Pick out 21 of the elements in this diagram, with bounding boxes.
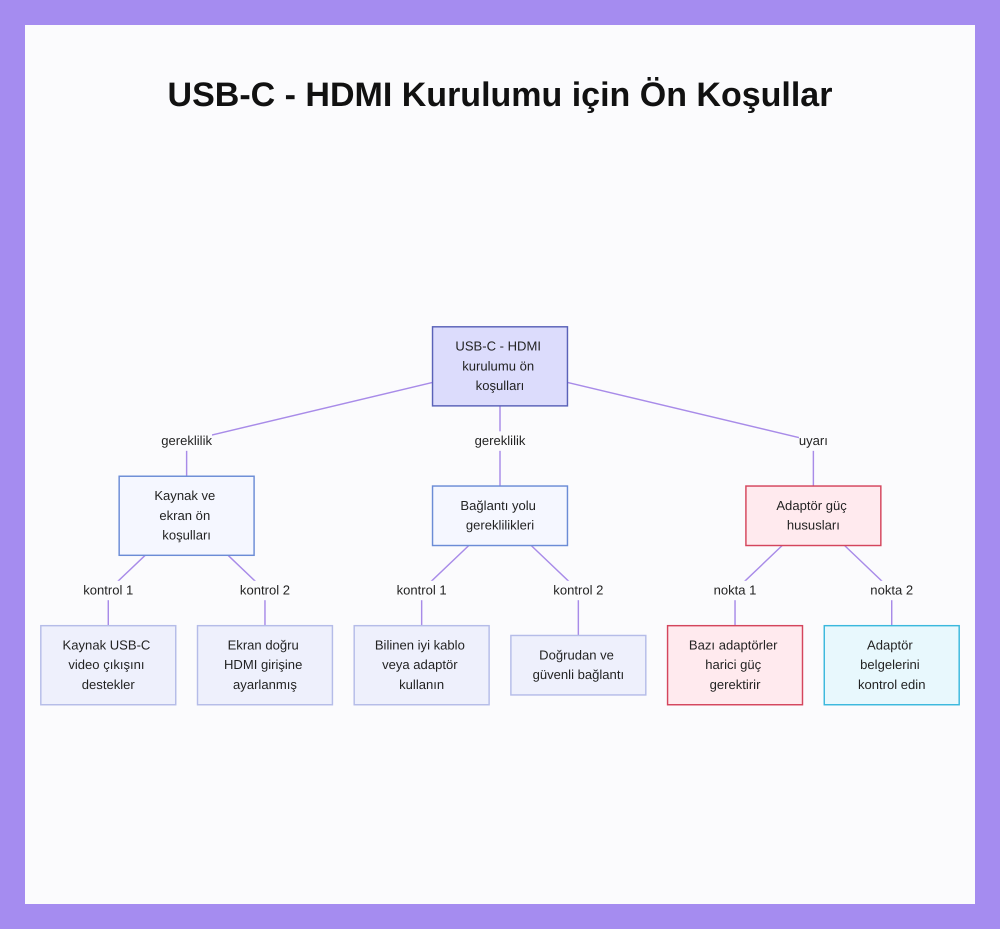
node-box: USB-C - HDMI kurulumu ön koşulları bbox=[432, 326, 568, 406]
diagram-title: USB-C - HDMI Kurulumu için Ön Koşullar bbox=[168, 75, 832, 116]
edge-label: gereklilik bbox=[161, 433, 212, 448]
edge-label: kontrol 2 bbox=[553, 582, 604, 598]
node-box: Doğrudan ve güvenli bağlantı bbox=[510, 634, 647, 696]
node-box: Adaptör belgelerini kontrol edin bbox=[824, 624, 960, 706]
node-box: Bilinen iyi kablo veya adaptör kullanın bbox=[353, 624, 490, 706]
node-box: Ekran doğru HDMI girişine ayarlanmış bbox=[196, 624, 334, 706]
node-box: Adaptör güç hususları bbox=[745, 485, 882, 546]
edge-label: nokta 2 bbox=[870, 582, 914, 598]
node-box: Kaynak ve ekran ön koşulları bbox=[118, 475, 255, 556]
edge-label: kontrol 1 bbox=[396, 582, 447, 598]
node-box: Bazı adaptörler harici güç gerektirir bbox=[666, 624, 804, 706]
edge-label: uyarı bbox=[798, 433, 828, 448]
node-box: Kaynak USB-C video çıkışını destekler bbox=[40, 624, 176, 706]
edge-label: kontrol 2 bbox=[240, 582, 290, 598]
edge-label: nokta 1 bbox=[714, 582, 756, 598]
edge-label: kontrol 1 bbox=[83, 582, 134, 598]
node-box: Bağlantı yolu gereklilikleri bbox=[432, 485, 568, 546]
connector bbox=[567, 382, 814, 486]
edge-label: gereklilik bbox=[474, 433, 526, 448]
